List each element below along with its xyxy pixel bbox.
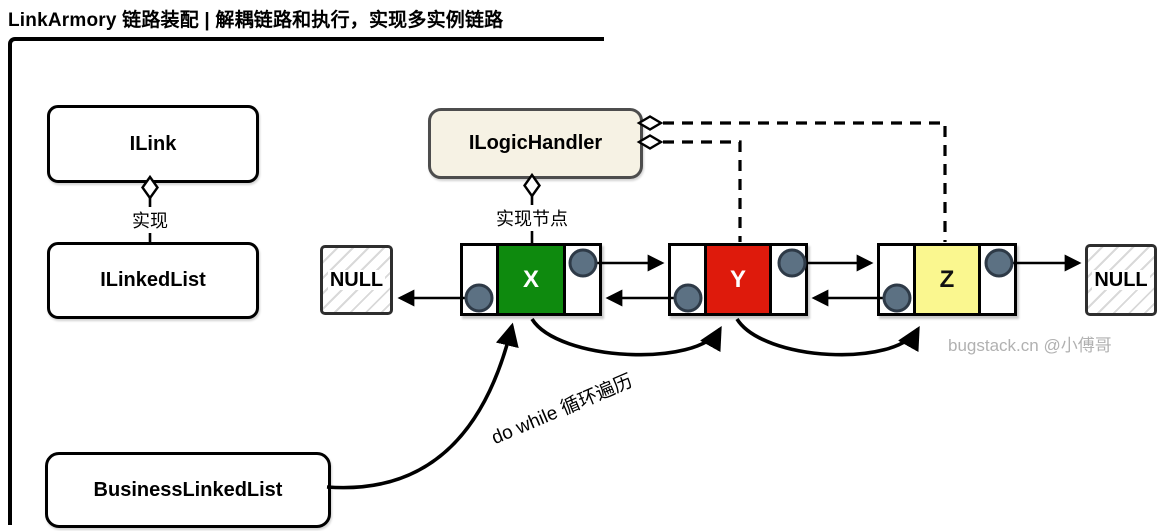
diagram-frame <box>8 37 604 525</box>
ilinkedlist-box: ILinkedList <box>47 242 259 319</box>
null-box-left: NULL <box>320 245 393 315</box>
node-x-value-cell: X <box>496 246 566 313</box>
implement-label: 实现 <box>127 207 173 233</box>
node-y-next-cell <box>772 246 805 313</box>
node-z-prev-cell <box>880 246 913 313</box>
null-left-label: NULL <box>327 269 386 291</box>
list-node-x: X <box>460 243 602 316</box>
ilink-box: ILink <box>47 105 259 183</box>
ilinkedlist-label: ILinkedList <box>100 269 206 291</box>
node-x-prev-cell <box>463 246 496 313</box>
node-z-next-cell <box>981 246 1014 313</box>
ilogichandler-box: ILogicHandler <box>428 108 643 179</box>
dashed-link-to-y <box>663 140 742 242</box>
list-node-y: Y <box>668 243 808 316</box>
list-node-z: Z <box>877 243 1017 316</box>
watermark: bugstack.cn @小傅哥 <box>948 336 1112 355</box>
node-z-value-cell: Z <box>913 246 981 313</box>
y-to-z-traverse-curve <box>735 317 920 357</box>
ilogichandler-label: ILogicHandler <box>468 132 603 154</box>
null-right-label: NULL <box>1092 269 1150 291</box>
node-x-next-cell <box>566 246 599 313</box>
node-y-value-cell: Y <box>704 246 772 313</box>
page-title: LinkArmory 链路装配 | 解耦链路和执行，实现多实例链路 <box>8 10 504 31</box>
dashed-link-to-z <box>663 121 947 242</box>
null-box-right: NULL <box>1085 244 1157 316</box>
implement-node-label: 实现节点 <box>491 205 573 231</box>
node-y-prev-cell <box>671 246 704 313</box>
ilink-label: ILink <box>129 132 177 155</box>
businesslinkedlist-box: BusinessLinkedList <box>45 452 331 528</box>
businesslinkedlist-label: BusinessLinkedList <box>93 478 283 501</box>
